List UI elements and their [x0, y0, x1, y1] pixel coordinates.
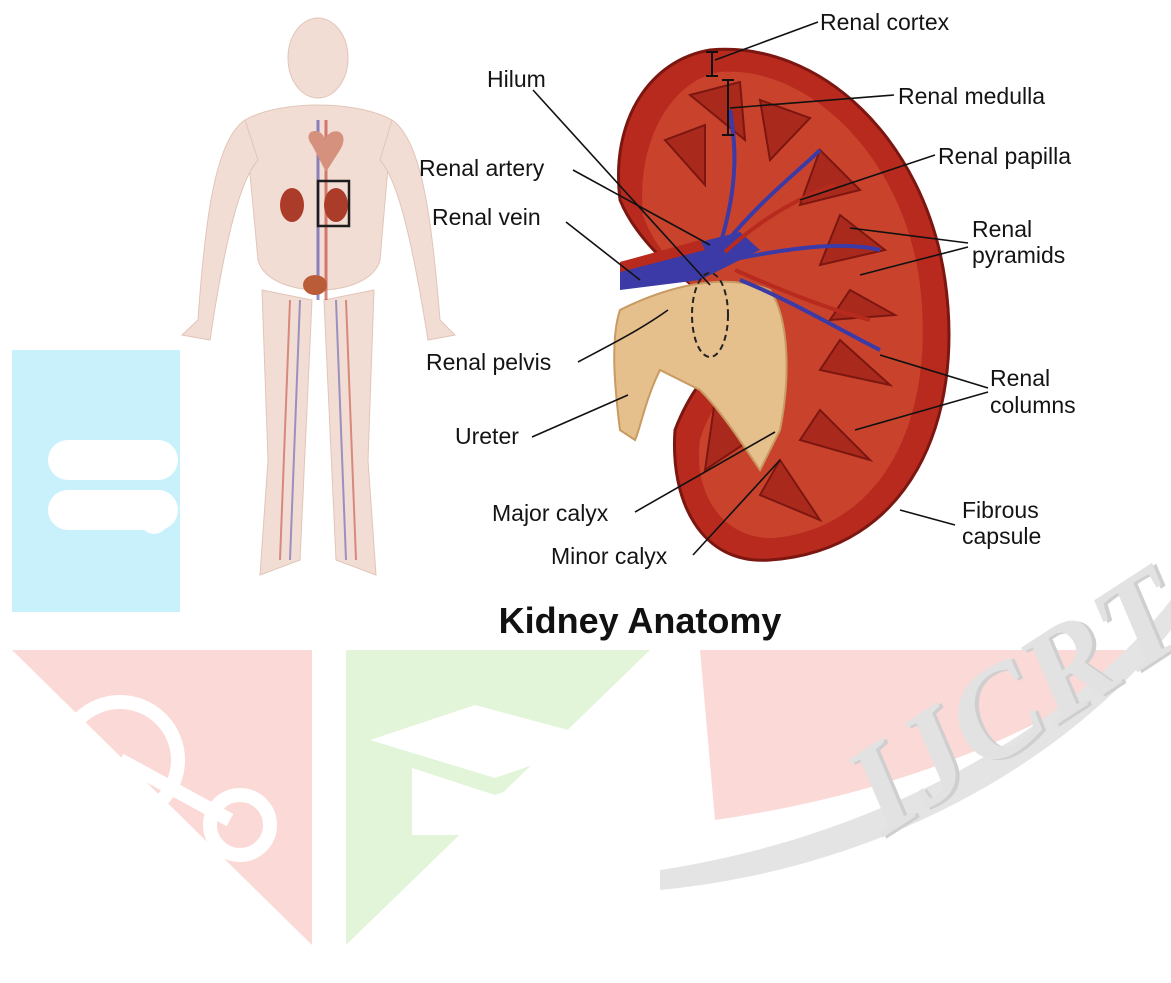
label-renal-papilla: Renal papilla	[938, 144, 1071, 169]
label-renal-columns-line1: Renal	[990, 366, 1050, 391]
label-major-calyx: Major calyx	[492, 501, 608, 526]
label-renal-pyramids-line2: pyramids	[972, 243, 1065, 268]
page-title: Kidney Anatomy	[0, 600, 1171, 642]
label-renal-columns-line2: columns	[990, 393, 1076, 418]
label-minor-calyx: Minor calyx	[551, 544, 667, 569]
label-renal-artery: Renal artery	[419, 156, 544, 181]
label-fibrous-capsule-line1: Fibrous	[962, 498, 1039, 523]
label-renal-vein: Renal vein	[432, 205, 541, 230]
label-fibrous-capsule-line2: capsule	[962, 524, 1041, 549]
label-renal-pyramids-line1: Renal	[972, 217, 1032, 242]
label-renal-medulla: Renal medulla	[898, 84, 1045, 109]
label-hilum: Hilum	[487, 67, 546, 92]
label-renal-pelvis: Renal pelvis	[426, 350, 551, 375]
label-renal-cortex: Renal cortex	[820, 10, 949, 35]
label-ureter: Ureter	[455, 424, 519, 449]
